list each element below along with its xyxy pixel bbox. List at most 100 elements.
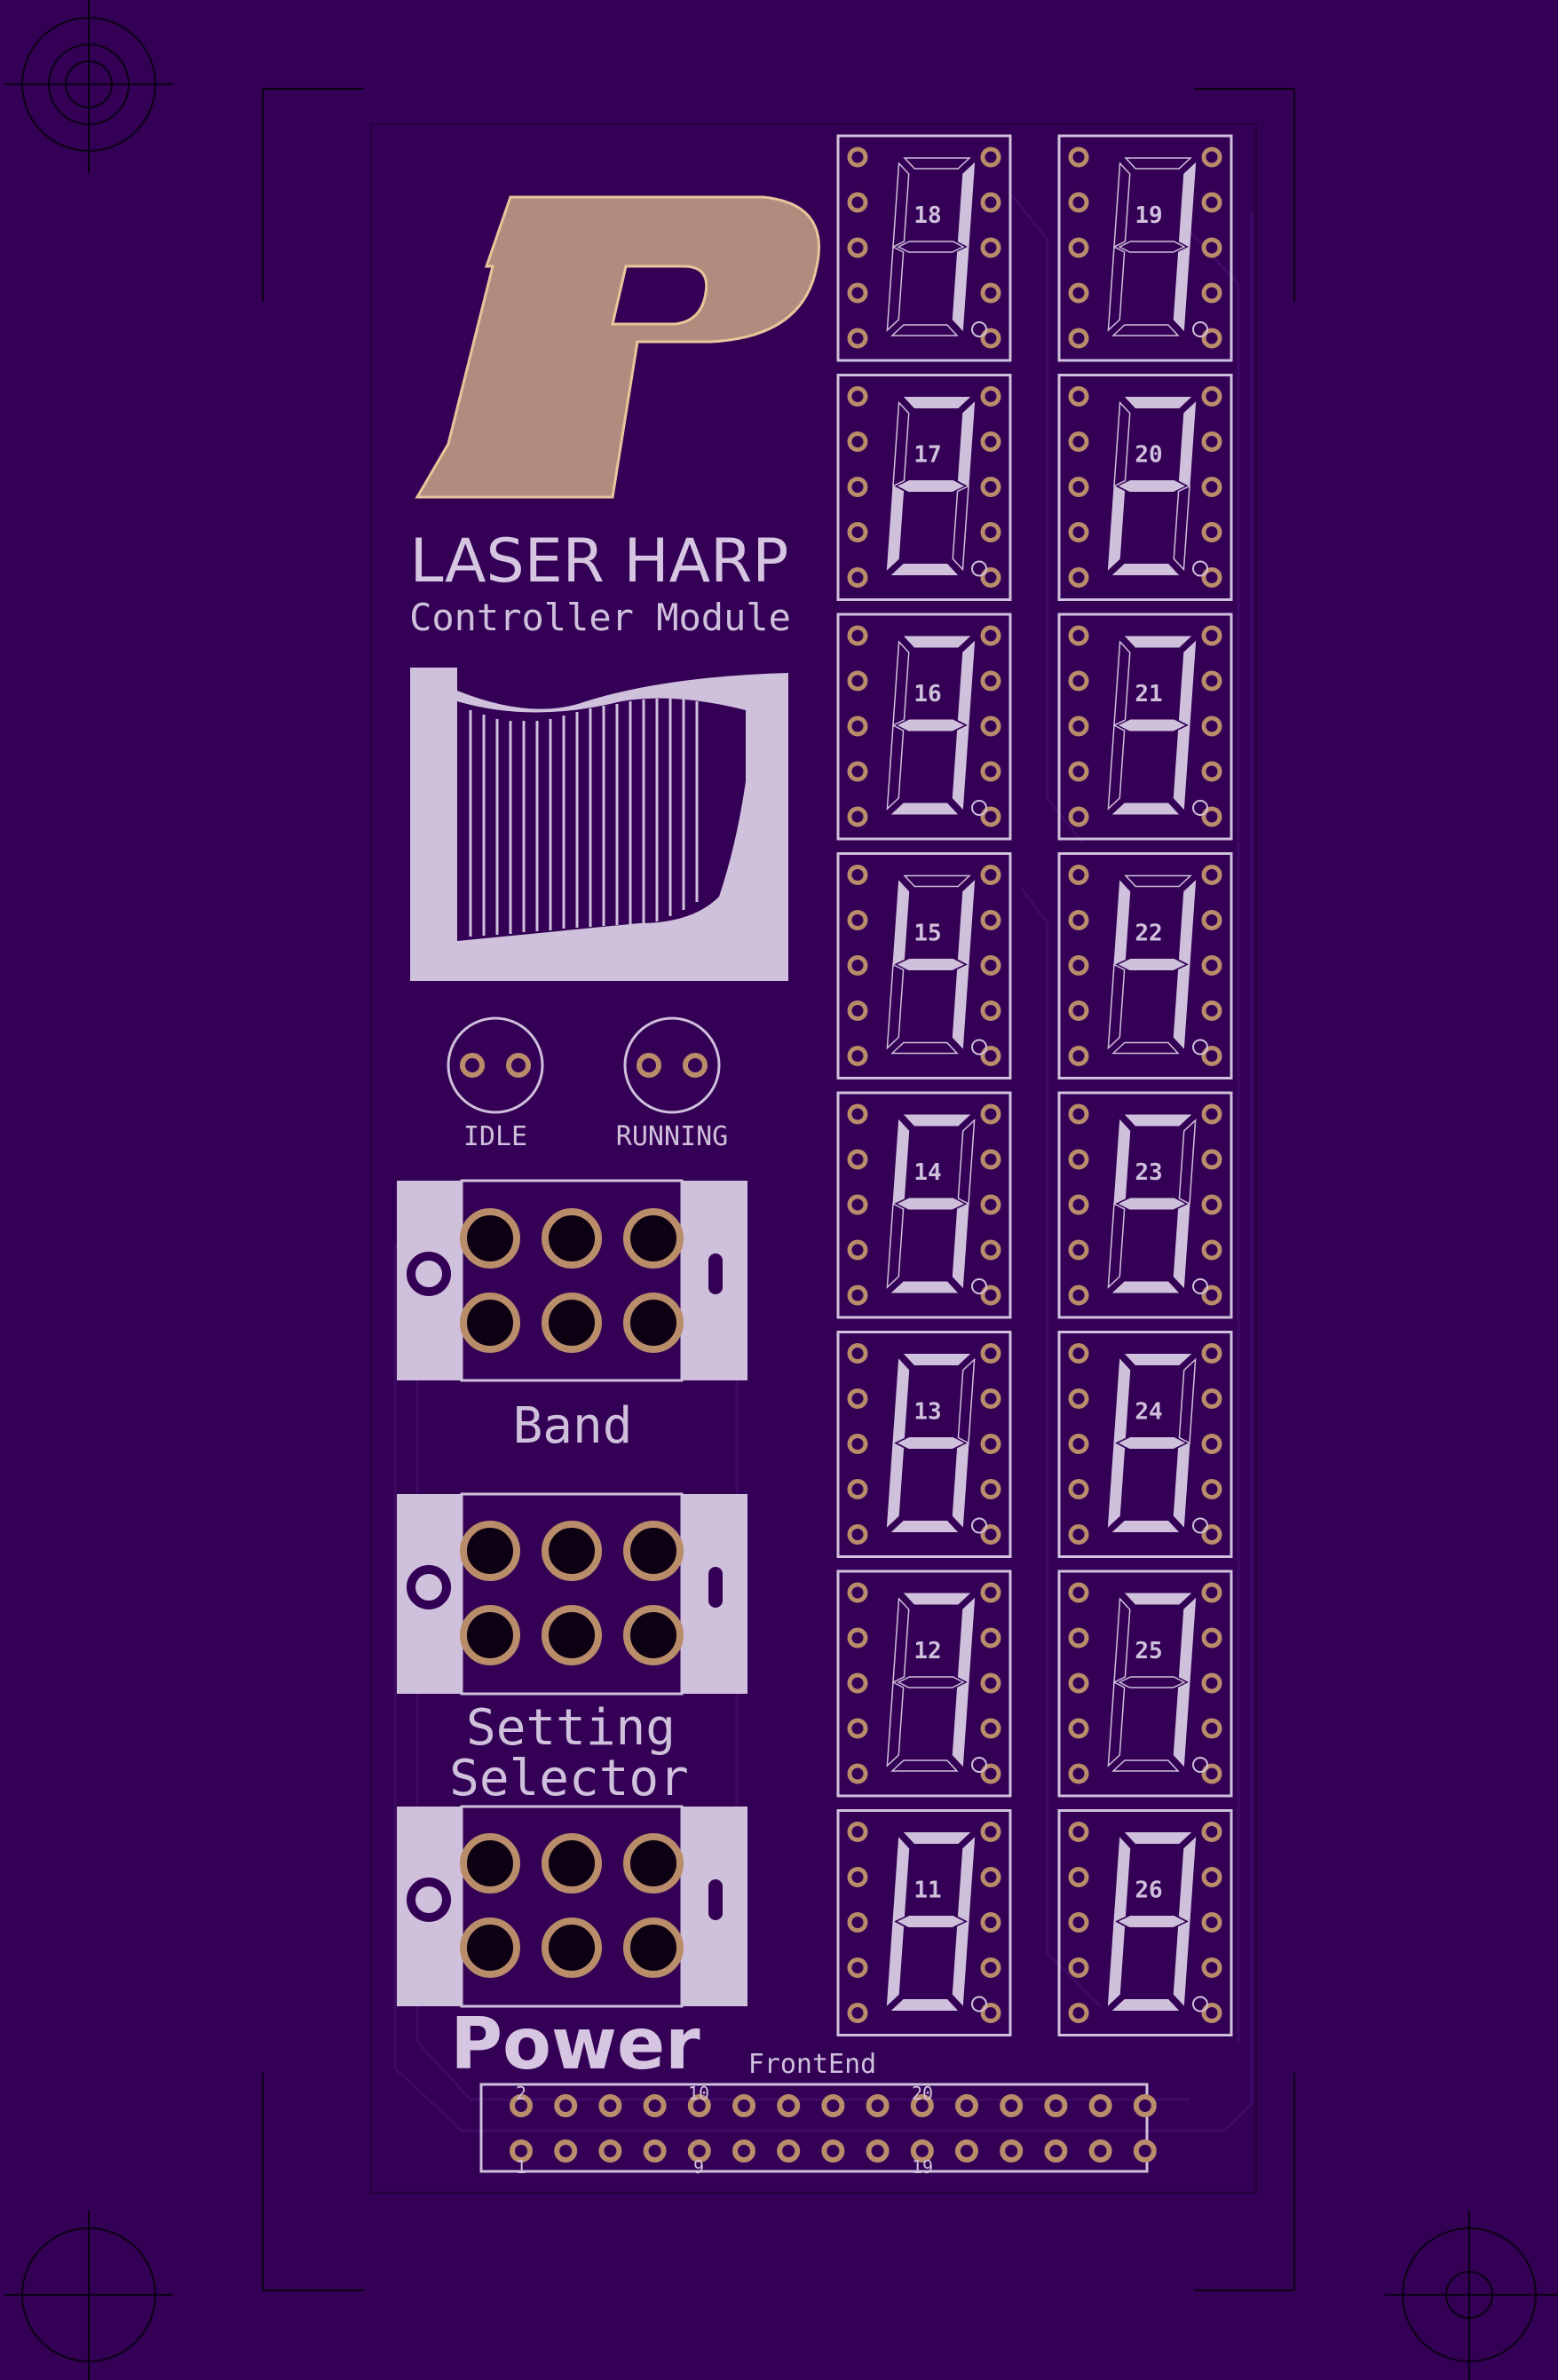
display-pin	[1068, 1194, 1089, 1215]
display-pin	[1068, 670, 1089, 692]
display-pin	[980, 806, 1001, 827]
segment-d	[1111, 1999, 1180, 2011]
display-pin	[1201, 1718, 1222, 1739]
header-pin	[866, 2139, 890, 2163]
display-pin	[1068, 716, 1089, 737]
display-pin	[847, 761, 868, 782]
segment-g	[1118, 1916, 1186, 1927]
display-pin	[1201, 192, 1222, 213]
display-pin	[980, 625, 1001, 646]
segment-a	[903, 636, 971, 648]
display-pin	[1201, 477, 1222, 497]
power-switch[interactable]	[397, 1805, 747, 2008]
display-pin	[1201, 1912, 1222, 1933]
segment-g	[897, 959, 965, 970]
led-running	[623, 1016, 721, 1114]
segment-g	[1118, 719, 1186, 731]
segment-b	[1178, 640, 1197, 726]
decimal-point	[1192, 1517, 1208, 1534]
segment-c	[952, 485, 969, 572]
segment-g	[897, 1916, 965, 1927]
seven-segment-display-13: 13	[836, 1331, 1012, 1558]
display-label: 11	[913, 1878, 941, 1904]
setting-selector-switch[interactable]	[397, 1492, 747, 1696]
header-pin-label-19: 19	[912, 2156, 933, 2178]
display-pin	[1068, 1388, 1089, 1409]
display-pin	[1201, 2003, 1222, 2023]
band-switch[interactable]	[397, 1179, 747, 1382]
display-label: 22	[1135, 921, 1162, 947]
header-pin	[554, 2139, 578, 2163]
display-pin	[847, 1479, 868, 1499]
segment-f	[892, 1597, 910, 1684]
segment-b	[957, 640, 976, 726]
segment-d	[1111, 1281, 1180, 1293]
display-pin	[1201, 431, 1222, 452]
segment-f	[1113, 1358, 1131, 1444]
segment-d	[1111, 803, 1180, 815]
display-pin	[980, 670, 1001, 692]
segment-c	[1173, 1442, 1190, 1528]
header-pin	[598, 2139, 622, 2163]
segment-d	[890, 1521, 959, 1532]
segment-b	[1178, 1597, 1197, 1683]
segment-f	[892, 400, 910, 487]
header-pin	[598, 2094, 622, 2117]
display-pin	[980, 1149, 1001, 1170]
display-pin	[1201, 237, 1222, 258]
display-pin	[980, 761, 1001, 782]
display-pin	[847, 1822, 868, 1842]
header-pin	[643, 2139, 667, 2163]
display-pin	[1201, 1822, 1222, 1842]
segment-g	[1118, 1437, 1186, 1449]
display-pin	[1068, 1343, 1089, 1364]
display-pin	[847, 477, 868, 497]
header-pin	[1088, 2094, 1112, 2117]
display-pin	[980, 1524, 1001, 1545]
harp-graphic	[410, 668, 788, 981]
segment-e	[886, 1442, 905, 1528]
header-pin	[732, 2094, 755, 2117]
frontend-header-label: FrontEnd	[748, 2049, 877, 2080]
setting-switch-label-line2: Selector	[449, 1750, 689, 1807]
display-pin	[847, 146, 868, 168]
frontend-header[interactable]	[479, 2083, 1157, 2173]
header-pin	[1088, 2139, 1112, 2163]
segment-a	[903, 1354, 971, 1365]
display-pin	[847, 328, 868, 349]
segment-d	[890, 564, 959, 575]
decimal-point	[1192, 1996, 1208, 2012]
display-pin	[1201, 1388, 1222, 1409]
display-pin	[847, 806, 868, 827]
display-pin	[980, 1912, 1001, 1933]
decimal-point	[1192, 1757, 1208, 1773]
display-pin	[1201, 806, 1222, 827]
display-pin	[980, 192, 1001, 213]
display-pin	[980, 1194, 1001, 1215]
display-pin	[1068, 1822, 1089, 1842]
decimal-point	[971, 1278, 987, 1294]
display-pin	[1201, 1524, 1222, 1545]
display-pin	[980, 2003, 1001, 2023]
display-pin	[847, 1434, 868, 1454]
seven-segment-display-23: 23	[1057, 1091, 1233, 1319]
segment-e	[1107, 723, 1126, 810]
display-pin	[980, 1627, 1001, 1649]
segment-c	[1173, 724, 1190, 810]
header-pin	[955, 2139, 978, 2163]
segment-a	[903, 1832, 971, 1844]
board-title: LASER HARP	[410, 526, 789, 597]
display-pin	[847, 522, 868, 542]
display-pin	[1068, 237, 1089, 258]
display-pin	[847, 910, 868, 930]
segment-d	[1111, 1041, 1180, 1055]
segment-e	[886, 1202, 905, 1289]
display-pin	[1201, 1285, 1222, 1306]
decimal-point	[971, 1039, 987, 1056]
segment-c	[952, 1442, 969, 1528]
display-pin	[1068, 567, 1089, 588]
segment-g	[897, 241, 965, 253]
segment-b	[957, 1837, 976, 1923]
display-pin	[980, 237, 1001, 258]
